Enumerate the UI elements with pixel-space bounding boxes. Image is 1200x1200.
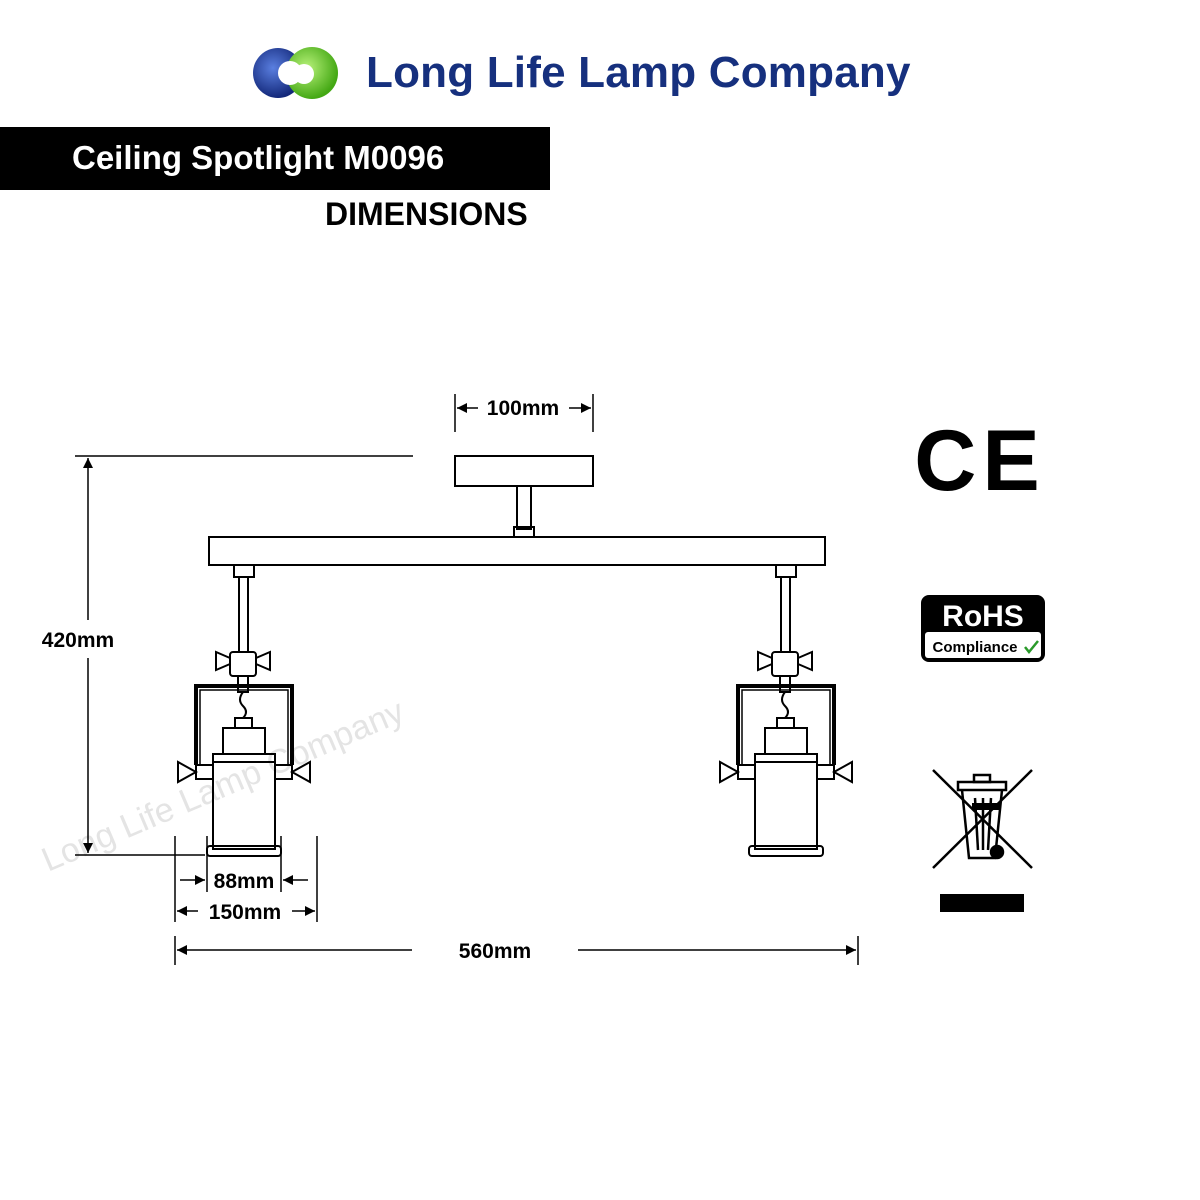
canopy-stem [516, 485, 532, 530]
mounting-bar [208, 536, 826, 566]
shade-diameter-label: 88mm [214, 870, 275, 893]
company-name: Long Life Lamp Company [366, 48, 911, 97]
rohs-title: RoHS [942, 600, 1024, 633]
page-subtitle: DIMENSIONS [325, 196, 528, 232]
bracket-width-label: 150mm [209, 901, 281, 924]
rohs-badge: RoHS Compliance [921, 595, 1045, 662]
height-label: 420mm [42, 629, 114, 652]
check-icon [1024, 640, 1039, 654]
product-title-bar: Ceiling Spotlight M0096 [0, 127, 550, 190]
total-width-label: 560mm [459, 940, 531, 963]
svg-text:CE: CE [914, 413, 1045, 509]
product-title: Ceiling Spotlight M0096 [72, 139, 445, 176]
ceiling-canopy [454, 455, 594, 487]
dimension-lines [75, 394, 859, 965]
canopy-width-label: 100mm [487, 397, 559, 420]
brand-header: Long Life Lamp Company [250, 38, 911, 108]
weee-bar [940, 894, 1024, 912]
spotlight-right [719, 564, 853, 857]
rohs-subtitle: Compliance [932, 639, 1017, 656]
ce-mark-icon: CE [914, 413, 1045, 509]
lamp-fixture [177, 455, 853, 857]
weee-crossed-bin-icon [932, 769, 1033, 869]
watermark-text: Long Life Lamp Company [36, 692, 409, 879]
spotlight-left [177, 564, 311, 857]
company-logo-icon [253, 47, 338, 99]
